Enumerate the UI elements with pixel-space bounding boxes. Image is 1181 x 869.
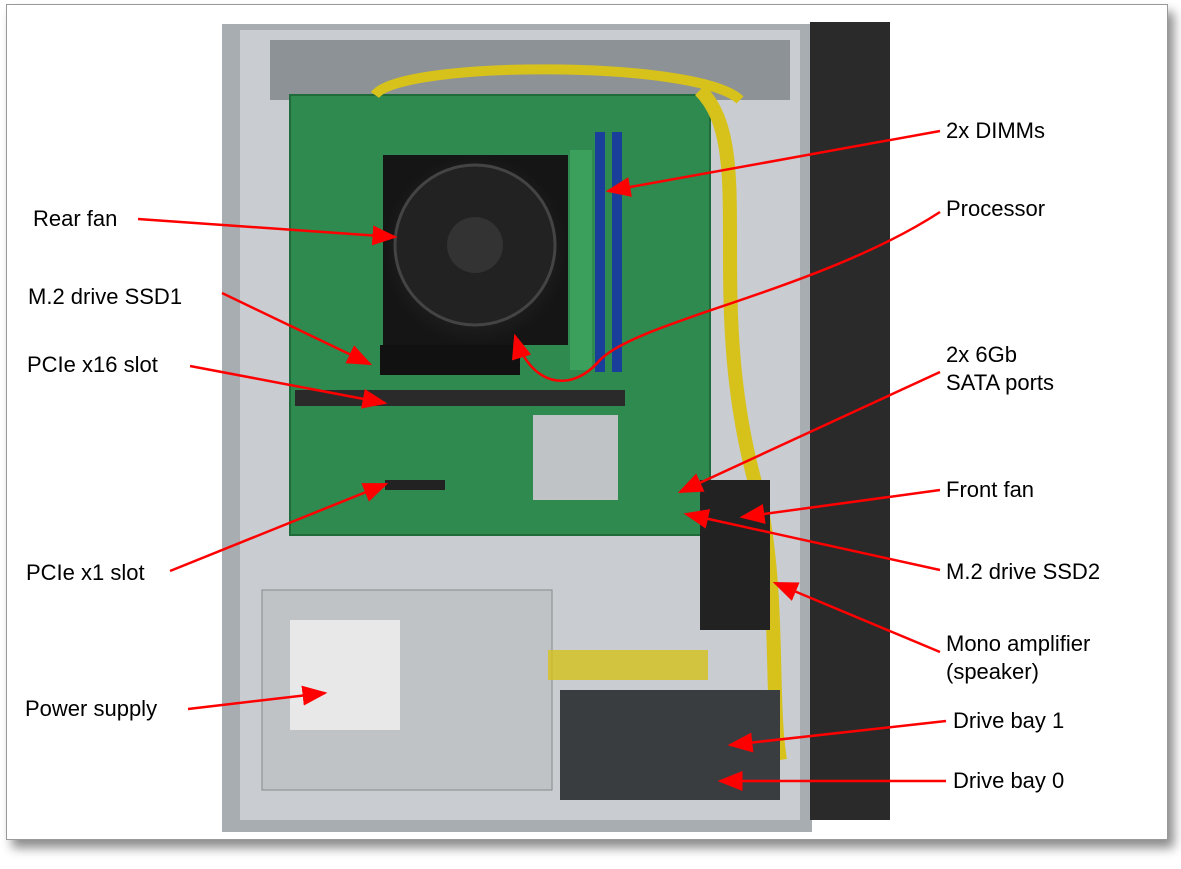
front-bezel [810, 22, 890, 820]
arrow-power-supply [187, 685, 328, 711]
callout-arrows [137, 129, 947, 791]
label-sata-line1: 2x 6Gb [946, 342, 1017, 367]
front-fan [700, 480, 770, 630]
label-m2-ssd1: M.2 drive SSD1 [28, 284, 182, 309]
label-sata-line2: SATA ports [946, 370, 1054, 395]
arrow-pcie-x16 [189, 364, 388, 409]
label-dimms: 2x DIMMs [946, 118, 1045, 143]
label-front-fan: Front fan [946, 477, 1034, 502]
dimm-slot [612, 132, 622, 372]
callout-labels: 2x DIMMs Processor Rear fan M.2 drive SS… [25, 118, 1100, 793]
label-pcie-x16: PCIe x16 slot [27, 352, 158, 377]
chassis-photo [222, 22, 890, 832]
arrow-drive-bay-1 [727, 719, 947, 753]
arrow-front-fan [739, 488, 941, 524]
label-amp-line1: Mono amplifier [946, 631, 1090, 656]
arrow-processor [512, 210, 941, 382]
arrow-sata [677, 370, 941, 494]
drive-bays [560, 690, 780, 800]
arrow-dimms [605, 129, 941, 197]
arrow-amplifier [772, 581, 941, 654]
arrow-pcie-x1 [169, 482, 389, 573]
arrow-m2-ssd1 [221, 291, 373, 366]
label-rear-fan: Rear fan [33, 206, 117, 231]
label-drive-bay-1: Drive bay 1 [953, 708, 1064, 733]
label-drive-bay-0: Drive bay 0 [953, 768, 1064, 793]
chipset-heatsink [533, 415, 618, 500]
label-pcie-x1: PCIe x1 slot [26, 560, 145, 585]
arrow-rear-fan [137, 217, 398, 246]
dimm-slot [595, 132, 605, 372]
label-power-supply: Power supply [25, 696, 157, 721]
label-amp-line2: (speaker) [946, 659, 1039, 684]
label-processor: Processor [946, 196, 1045, 221]
arrow-m2-ssd2 [683, 509, 941, 572]
pcie-x16-slot [295, 390, 625, 406]
label-m2-ssd2: M.2 drive SSD2 [946, 559, 1100, 584]
m2-ssd [380, 345, 520, 375]
